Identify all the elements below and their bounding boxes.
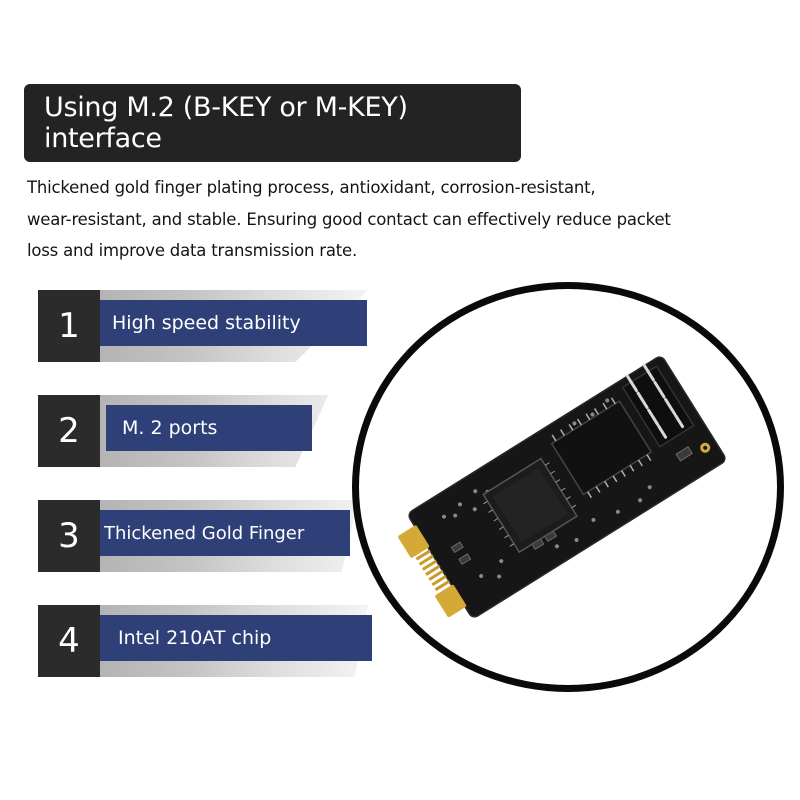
description-line-2: wear-resistant, and stable. Ensuring goo… [27, 209, 671, 229]
description: Thickened gold finger plating process, a… [27, 172, 687, 267]
feature-label: Intel 210AT chip [100, 615, 372, 661]
feature-label: High speed stability [100, 300, 367, 346]
description-line-3: loss and improve data transmission rate. [27, 241, 358, 260]
feature-item-2: 2 M. 2 ports [38, 395, 368, 467]
feature-number: 1 [38, 290, 100, 362]
feature-label: M. 2 ports [106, 405, 312, 451]
page-title: Using M.2 (B-KEY or M-KEY) interface [44, 92, 408, 154]
feature-number: 2 [38, 395, 100, 467]
feature-item-4: 4 Intel 210AT chip [38, 605, 372, 677]
feature-number: 3 [38, 500, 100, 572]
feature-item-3: 3 Thickened Gold Finger [38, 500, 368, 572]
description-line-1: Thickened gold finger plating process, a… [27, 178, 596, 197]
pcb-board-illustration [398, 356, 726, 618]
m2-network-card-image [352, 282, 784, 692]
title-banner: Using M.2 (B-KEY or M-KEY) interface [24, 84, 521, 162]
feature-label: Thickened Gold Finger [100, 510, 350, 556]
feature-number: 4 [38, 605, 100, 677]
feature-item-1: 1 High speed stability [38, 290, 368, 362]
